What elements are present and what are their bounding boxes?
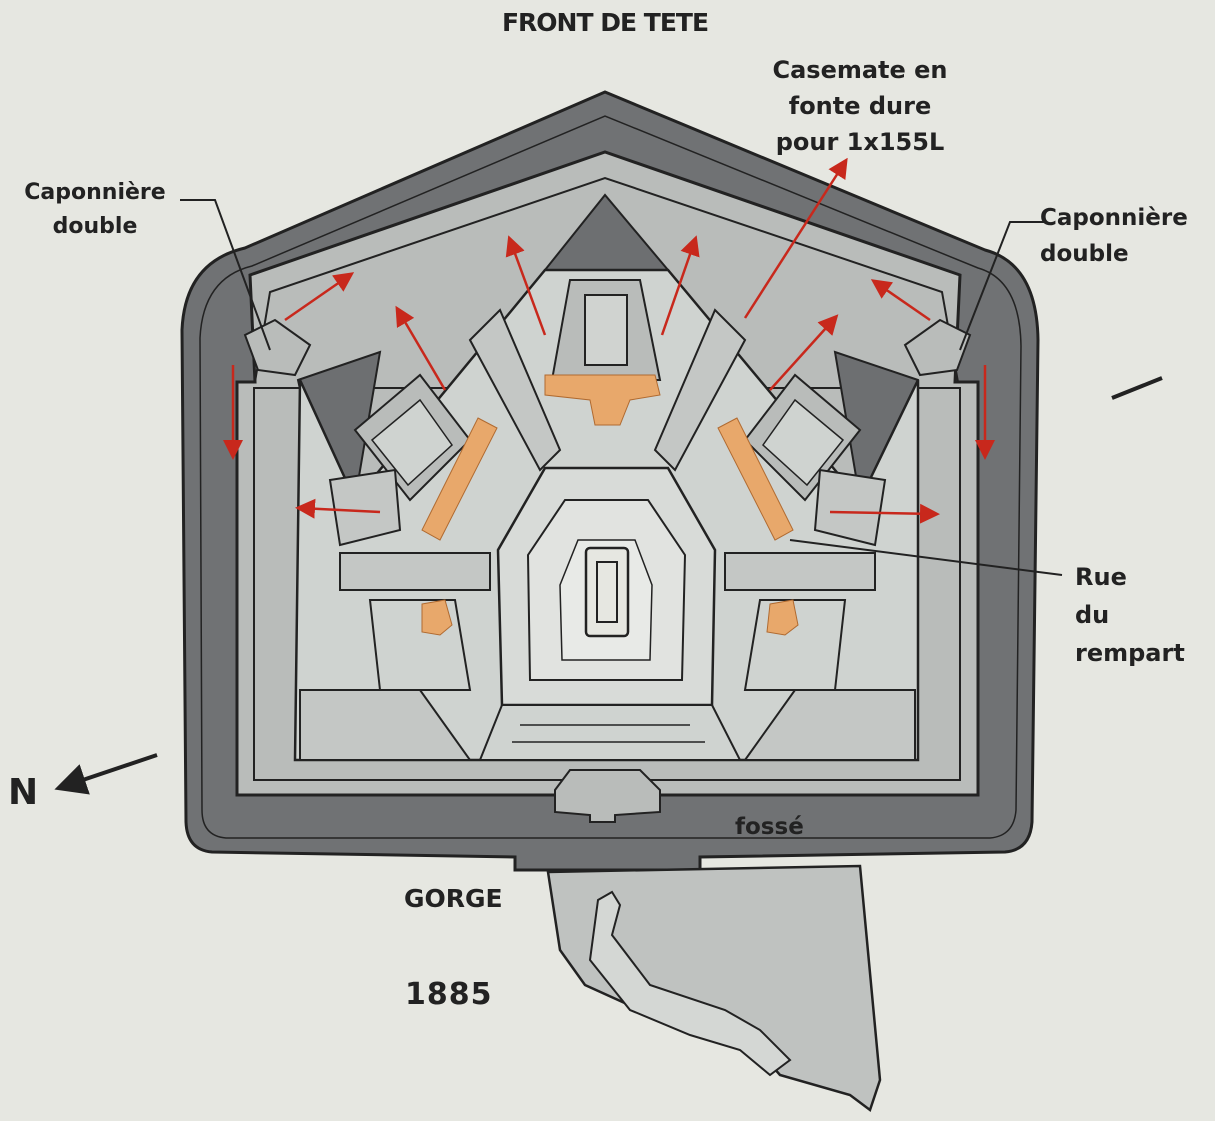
caponniere-left-line-2: double bbox=[52, 214, 138, 239]
arrow-left-bastion bbox=[395, 305, 447, 391]
lower-left-stepped bbox=[368, 599, 472, 691]
caponniere-right-label: Caponnière double bbox=[1040, 200, 1215, 272]
central-well-inner bbox=[596, 561, 618, 623]
rue-line-3: rempart bbox=[1075, 639, 1185, 667]
traverse-left-horizontal bbox=[339, 552, 491, 591]
traverse-right-horizontal bbox=[724, 552, 876, 591]
firing-arrows bbox=[223, 157, 995, 524]
year-label: 1885 bbox=[405, 977, 493, 1012]
caponniere-right-line-1: Caponnière bbox=[1040, 205, 1188, 231]
orange-rue-right bbox=[717, 417, 794, 541]
north-label: N bbox=[8, 772, 39, 813]
leader-caponniere-left bbox=[180, 199, 271, 351]
arrow-right-bastion bbox=[769, 314, 839, 391]
arrow-nw-1 bbox=[284, 272, 355, 322]
access-road bbox=[588, 890, 792, 1077]
traverse-left-diagonal bbox=[468, 308, 562, 472]
casemate-label: Casemate en fonte dure pour 1x155L bbox=[760, 52, 960, 160]
front-de-tete-label: FRONT DE TETE bbox=[501, 8, 709, 37]
casemate-line-2: fonte dure bbox=[788, 92, 932, 120]
right-bastion-lower bbox=[813, 468, 887, 547]
caponniere-right bbox=[903, 318, 972, 377]
arrow-ne-1 bbox=[870, 279, 931, 322]
traverse-right-diagonal bbox=[653, 308, 747, 472]
access-ramp bbox=[546, 864, 882, 1113]
orange-rue-left bbox=[421, 417, 498, 541]
arrow-right-flank bbox=[829, 503, 940, 524]
gorge-gate bbox=[554, 769, 661, 823]
arrow-left-flank bbox=[295, 498, 381, 519]
counterscarp-line bbox=[199, 115, 1022, 839]
courtyard-steps bbox=[478, 704, 742, 761]
caponniere-left-line-1: Caponnière bbox=[24, 180, 166, 205]
north-arrow bbox=[54, 753, 158, 795]
gorge-label: GORGE bbox=[404, 884, 503, 913]
arrow-casemate bbox=[743, 157, 848, 319]
orange-apex-block bbox=[544, 374, 661, 426]
arrow-apex-right bbox=[660, 235, 700, 336]
caponniere-left bbox=[243, 318, 312, 377]
leader-caponniere-right bbox=[959, 221, 1045, 351]
leader-lines bbox=[180, 199, 1063, 576]
rue-du-rempart-label: Rue du rempart bbox=[1075, 558, 1205, 672]
orange-left-small bbox=[421, 599, 453, 636]
casemate-line-1: Casemate en bbox=[772, 56, 948, 84]
caponniere-left-label: Caponnière double bbox=[10, 176, 180, 244]
fosse-label: fossé bbox=[735, 814, 804, 840]
left-bastion-lower bbox=[328, 468, 402, 547]
compass-tick bbox=[1111, 376, 1163, 400]
rue-line-2: du bbox=[1075, 601, 1110, 629]
arrow-apex-left bbox=[505, 235, 547, 336]
caponniere-right-line-2: double bbox=[1040, 241, 1129, 267]
leader-rue-rempart bbox=[789, 539, 1063, 576]
orange-right-small bbox=[766, 599, 799, 636]
rue-line-1: Rue bbox=[1075, 563, 1127, 591]
inner-wall bbox=[254, 176, 959, 383]
casemate-line-3: pour 1x155L bbox=[775, 128, 945, 156]
